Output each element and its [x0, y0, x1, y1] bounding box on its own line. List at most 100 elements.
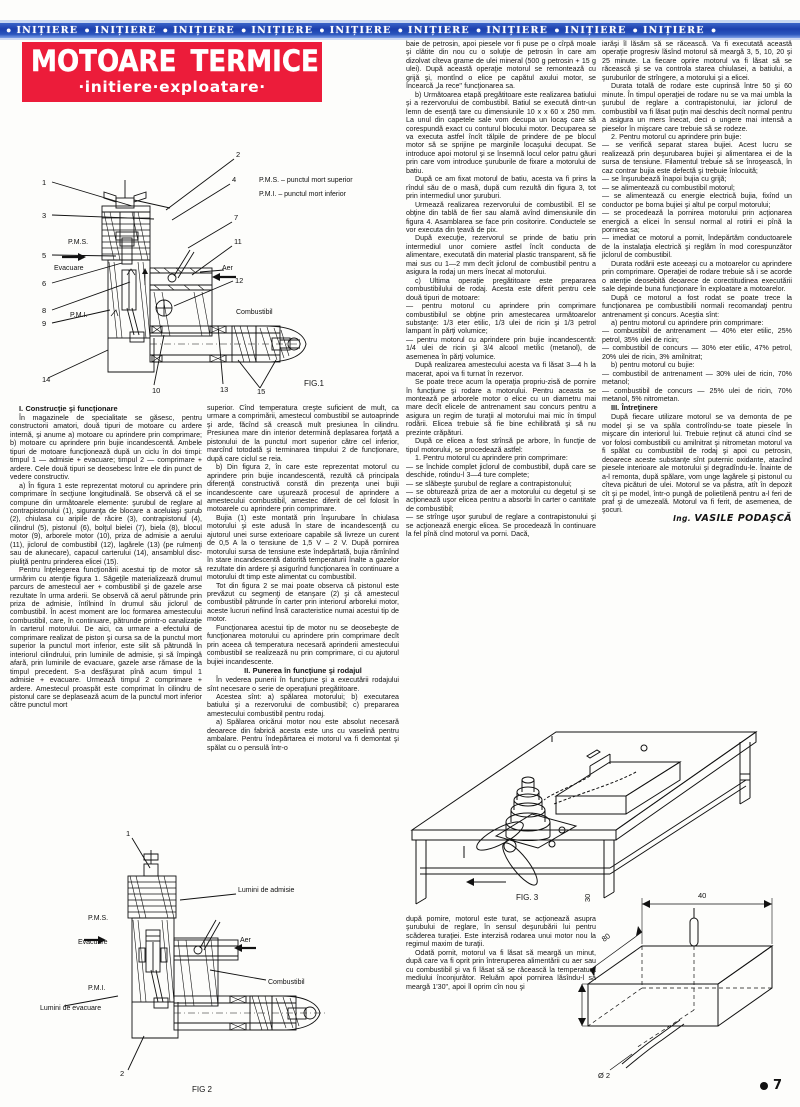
body-paragraph: iarăşi îl lăsăm să se răcească. Va fi ex… [602, 40, 792, 82]
fig1-callout-13: 13 [220, 385, 228, 394]
figure-4: 40 80 30 Ø 2 [576, 878, 794, 1078]
text-column-2: superior. Cînd temperatura creşte sufici… [207, 404, 399, 752]
body-paragraph: — combustibil de antrenament — 30% ulei … [602, 369, 792, 387]
banner-bullet-icon: ● [240, 25, 247, 35]
body-paragraph: În magazinele de specialitate se găsesc,… [10, 414, 202, 482]
banner-bullet-icon: ● [319, 25, 325, 35]
banner-word: INIȚIERE [16, 25, 79, 36]
figure-2: 1 2 P.M.S. Evacuare P.M.I. Aer Lumini de… [40, 820, 370, 1095]
figure-3-drawing: FIG. 3 [410, 731, 758, 905]
fig2-label-evacuare: Evacuare [78, 939, 108, 946]
title-word-2: TERMICE [190, 44, 319, 78]
body-paragraph: Bujia (1) este montată prin înşurubare î… [207, 513, 399, 582]
body-paragraph: Se poate trece acum la operaţia propriu-… [406, 378, 596, 437]
body-paragraph: După ce elicea a fost strînsă pe arbore,… [406, 437, 596, 454]
fig1-callout-15: 15 [257, 387, 265, 395]
fig1-legend-pms: P.M.S. – punctul mort superior [259, 177, 353, 184]
body-paragraph: Funcţionarea acestui tip de motor nu se … [207, 623, 399, 666]
fig1-label-combustibil: Combustibil [236, 309, 273, 316]
body-paragraph: 2. Pentru motorul cu aprindere prin buji… [611, 132, 742, 141]
banner-word: INIȚIERE [173, 25, 235, 36]
fig1-label-pms: P.M.S. [68, 239, 88, 246]
text-column-3: baie de petrosin, apoi piesele vor fi pu… [406, 40, 596, 539]
fig1-legend-pmi: P.M.I. – punctul mort inferior [259, 191, 347, 198]
body-paragraph: Pentru înţelegerea funcţionării acestui … [10, 566, 202, 710]
banner-bullet-icon: ● [632, 25, 638, 35]
banner-word: INIȚIERE [564, 25, 627, 36]
body-paragraph: După execuţie, rezervorul se prinde de b… [406, 234, 596, 277]
body-paragraph: — imediat ce motorul a pornit, îndepărtă… [602, 234, 792, 260]
fig1-callout-3: 3 [42, 211, 46, 220]
fig1-callout-1: 1 [42, 178, 46, 187]
fig1-callout-14: 14 [42, 375, 50, 384]
fig1-callout-9: 9 [42, 319, 46, 328]
body-paragraph: — se obturează priza de aer a motorului … [406, 488, 596, 513]
body-paragraph: Durata totală de rodare este cuprinsă în… [602, 82, 792, 133]
body-paragraph: Acestea sînt: a) spălarea motorului; b) … [207, 692, 399, 718]
banner-bullet-icon: ● [84, 25, 90, 35]
fig2-caption: FIG 2 [192, 1085, 213, 1094]
fig2-label-aer: Aer [240, 937, 252, 944]
body-paragraph: Durata rodării este aceeaşi cu a motoare… [602, 259, 792, 294]
body-paragraph: — combustibil de antrenament — 40% eter … [602, 327, 792, 344]
fig1-callout-10: 10 [152, 386, 160, 395]
body-paragraph: Urmează realizarea rezervorului de combu… [406, 200, 596, 234]
banner-bullet-icon: ● [710, 25, 717, 35]
section-heading: I. Construcţie şi funcţionare [19, 404, 118, 413]
page-number: 7 [772, 1078, 782, 1093]
fig4-dim-hole: Ø 2 [598, 1071, 610, 1078]
banner-word: INIȚIERE [408, 25, 470, 36]
banner-bullet-icon: ● [475, 25, 482, 35]
body-paragraph: a) Spălarea oricărui motor nou este abso… [207, 718, 399, 752]
fig2-label-pms: P.M.S. [88, 915, 108, 922]
fig1-callout-11: 11 [234, 237, 242, 246]
body-paragraph: — pentru motorul cu aprindere prin compr… [406, 302, 596, 336]
body-paragraph: După fiecare utilizare motorul se va dem… [602, 413, 792, 515]
body-paragraph: c) Ultima operaţie pregătitoare este pre… [406, 276, 596, 302]
section-heading: II. Punerea în funcţiune şi rodajul [244, 666, 362, 676]
body-paragraph: baie de petrosin, apoi piesele vor fi pu… [406, 40, 596, 91]
body-paragraph: Odată pornit, motorul va fi lăsat să mea… [406, 948, 596, 991]
fig4-dim-80: 80 [600, 931, 612, 943]
body-paragraph: În vederea punerii în funcţiune şi a exe… [207, 676, 399, 693]
fig2-callout-2: 2 [120, 1069, 124, 1078]
banner-word: INIȚIERE [94, 25, 157, 36]
banner-bullet-icon: ● [554, 25, 560, 35]
figure-1-drawing: 1 2 3 4 5 6 7 8 9 10 11 12 13 14 15 P.M.… [42, 150, 353, 395]
text-column-4: iarăşi îl lăsăm să se răcească. Va fi ex… [602, 40, 792, 523]
body-paragraph: După ce am fixat motorul de batiu, acest… [406, 175, 596, 201]
author-name: VASILE PODAŞCĂ [694, 512, 792, 524]
fig1-callout-7: 7 [234, 213, 238, 222]
banner-word: INIȚIERE [642, 25, 705, 36]
text-column-5: după pornire, motorul este turat, se acţ… [406, 915, 596, 991]
fig2-label-pmi: P.M.I. [88, 985, 105, 992]
page-subtitle: ·initiere·exploatare· [78, 78, 266, 96]
fig1-callout-6: 6 [42, 279, 46, 288]
author-signature: Ing. VASILE PODAŞCĂ [602, 512, 792, 524]
body-paragraph: b) Următoarea etapă pregătitoare este re… [406, 90, 596, 175]
body-paragraph: superior. Cînd temperatura creşte sufici… [207, 404, 399, 463]
fig2-label-combustibil: Combustibil [268, 979, 305, 986]
body-paragraph: Tot din figura 2 se mai poate observa că… [207, 581, 399, 624]
fig2-label-lumini-evacuare: Lumini de evacuare [40, 1005, 101, 1012]
section-heading: III. Întreţinere [611, 403, 658, 413]
banner-bullet-icon: ● [397, 25, 403, 35]
figure-1: 1 2 3 4 5 6 7 8 9 10 11 12 13 14 15 P.M.… [4, 120, 400, 395]
banner-word: INIȚIERE [329, 25, 392, 36]
body-paragraph: După ce motorul a fost rodat se poate tr… [602, 293, 792, 319]
body-paragraph: — se strînge uşor şurubul de reglare a c… [406, 513, 596, 539]
fig1-callout-4: 4 [232, 175, 236, 184]
fig1-label-pmi: P.M.I. [70, 312, 87, 319]
fig4-dim-40: 40 [698, 891, 706, 900]
body-paragraph: b) Din figura 2, în care este reprezenta… [207, 463, 399, 514]
fig1-callout-12: 12 [235, 276, 243, 285]
title-word-1: MOTOARE [31, 44, 177, 78]
body-paragraph: — se alimentează cu energie electrică bu… [602, 192, 792, 209]
body-paragraph: — pentru motorul cu aprindere prin bujie… [406, 335, 596, 361]
body-paragraph: După realizarea amestecului acesta va fi… [406, 361, 596, 378]
section-banner: ● INIȚIERE ● INIȚIERE ● INIȚIERE ● INIȚIERE ● INI… [0, 23, 800, 38]
banner-word: INIȚIERE [251, 25, 314, 36]
author-title: Ing. [673, 513, 695, 523]
body-paragraph: a) pentru motorul cu aprindere prin comp… [611, 318, 764, 327]
